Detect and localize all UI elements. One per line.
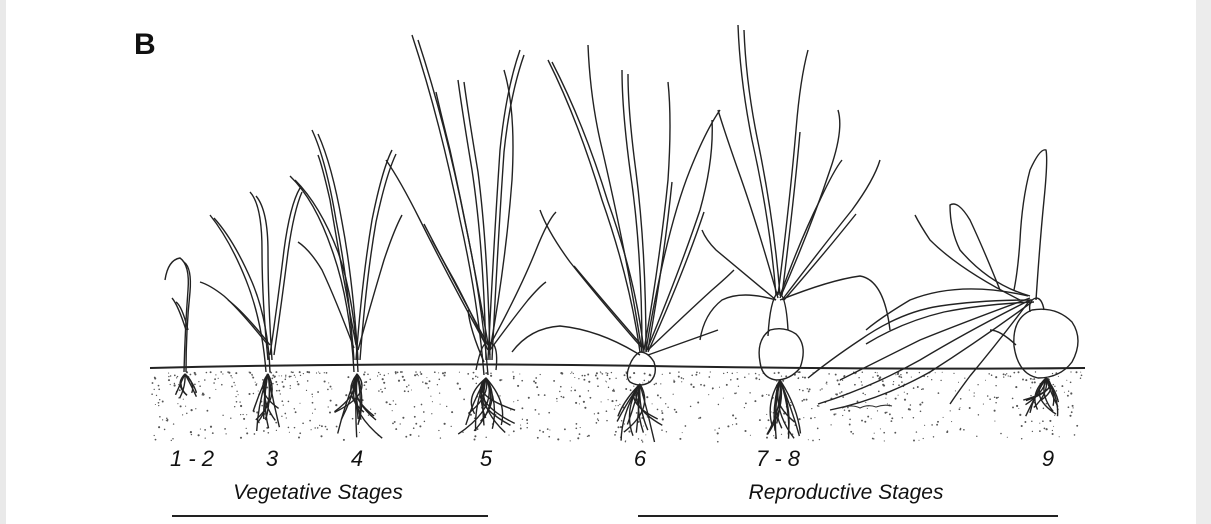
stage-7-8-plant — [700, 25, 890, 380]
vegetative-stages-rule — [172, 515, 488, 517]
stage-label-4: 4 — [351, 446, 363, 472]
stage-label-7-8: 7 - 8 — [756, 446, 800, 472]
stage-label-3: 3 — [266, 446, 278, 472]
page-edge-left — [0, 0, 6, 524]
page-edge-right — [1196, 0, 1211, 524]
artist-signature — [842, 405, 892, 408]
reproductive-stages-rule — [638, 515, 1058, 517]
roots — [176, 374, 1059, 442]
panel-label: B — [134, 28, 156, 62]
stage-label-9: 9 — [1042, 446, 1054, 472]
stage-4-plant — [290, 130, 402, 372]
stage-1-2-plant — [165, 258, 190, 372]
vegetative-stages-label: Vegetative Stages — [233, 481, 403, 505]
stage-5-plant — [386, 35, 556, 375]
stage-label-5: 5 — [480, 446, 492, 472]
reproductive-stages-label: Reproductive Stages — [749, 481, 944, 505]
stage-label-1-2: 1 - 2 — [170, 446, 214, 472]
stage-label-6: 6 — [634, 446, 646, 472]
soil — [150, 364, 1085, 442]
stage-9-plant — [808, 150, 1078, 410]
stage-3-plant — [200, 188, 302, 372]
